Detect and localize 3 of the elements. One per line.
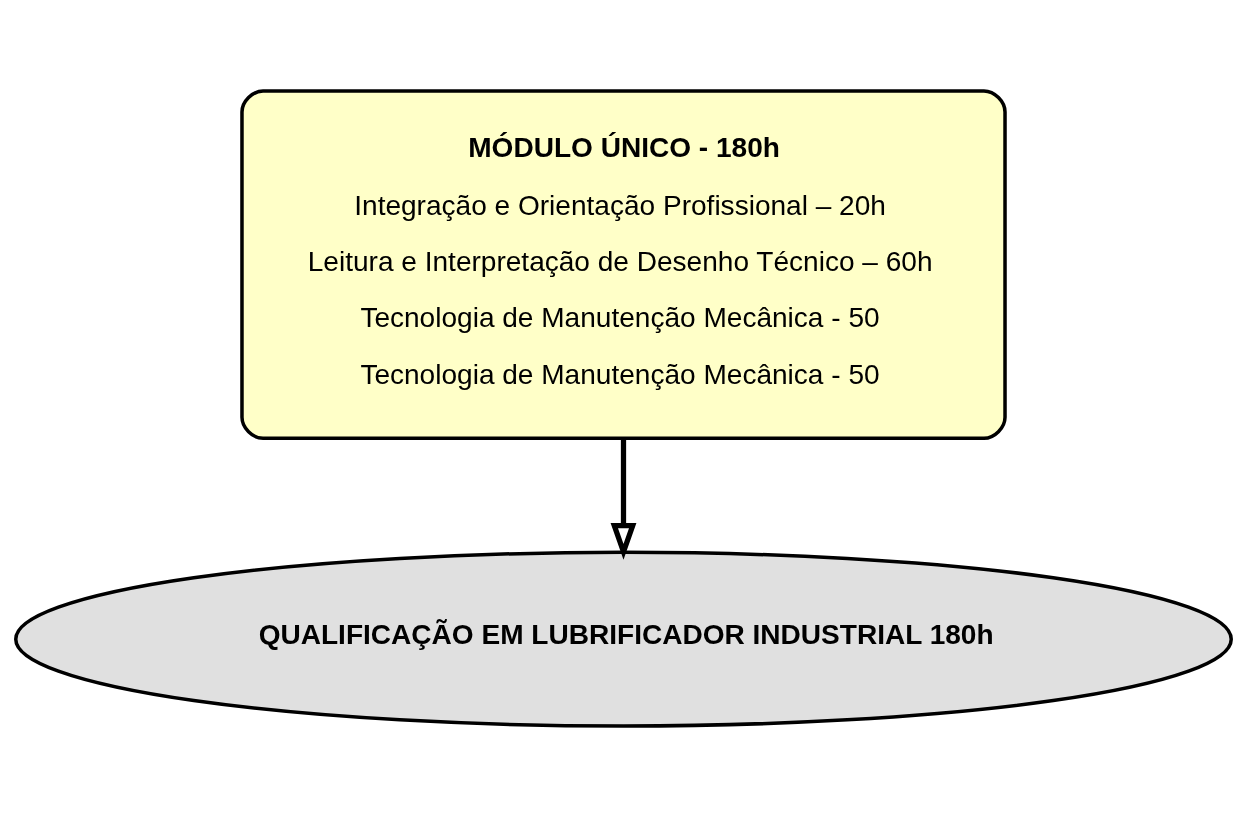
node-ellipse: QUALIFICAÇÃO EM LUBRIFICADOR INDUSTRIAL 180h <box>14 550 1233 728</box>
node-box: MÓDULO ÚNICO - 180h Integração e Orientação Profissional – 20h Leitura e Interpretação de Desenho Técnico – 60h Tecnologia de Manutenção Mecânica - 50 Tecnologia de Manutenção Mecânica - 50 <box>240 88 1007 440</box>
arrow <box>610 437 637 560</box>
